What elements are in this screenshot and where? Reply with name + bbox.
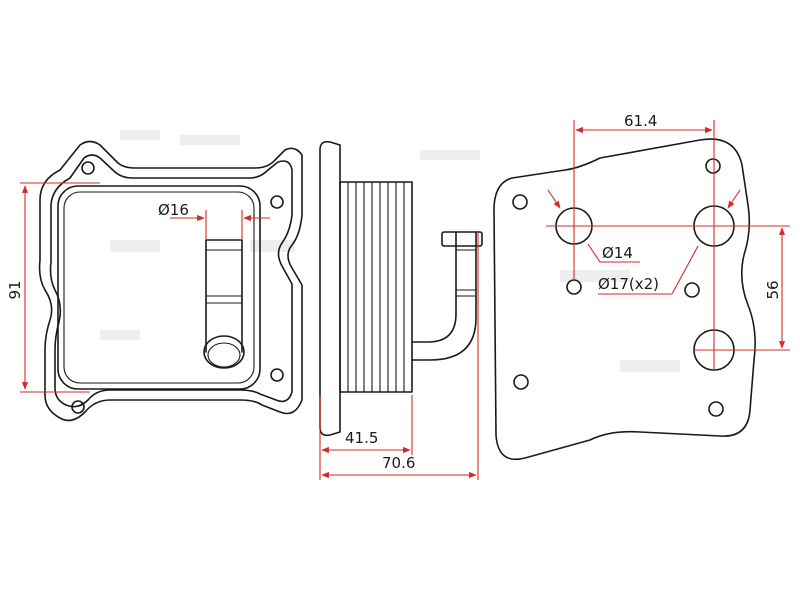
watermark <box>100 130 680 372</box>
side-view <box>319 140 483 437</box>
back-dimensions <box>546 120 790 370</box>
side-tube-end <box>441 231 483 247</box>
front-core-outer <box>57 185 261 390</box>
back-view <box>493 138 756 460</box>
back-bolt-hole-5 <box>513 374 529 390</box>
back-bolt-hole-1 <box>512 194 528 210</box>
port-diameter-large-label: Ø17(x2) <box>598 275 659 293</box>
outlet-diameter-label: Ø16 <box>158 201 189 219</box>
back-plate-outline <box>493 138 756 460</box>
front-core-inner <box>63 191 255 384</box>
back-bolt-hole-4 <box>684 282 700 298</box>
side-dimensions <box>319 232 479 480</box>
back-bolt-hole-3 <box>566 279 582 295</box>
side-core <box>339 181 413 393</box>
height-overall-label: 91 <box>6 280 24 299</box>
vertical-spacing-label: 56 <box>764 280 782 299</box>
front-outlet-end <box>203 335 245 369</box>
front-flange-outer <box>38 140 303 422</box>
front-dimensions <box>20 182 270 393</box>
body-depth-label: 41.5 <box>345 429 378 447</box>
front-bolt-hole-2 <box>270 195 284 209</box>
back-bolt-hole-2 <box>705 158 721 174</box>
hole-spacing-label: 61.4 <box>624 112 657 130</box>
port-diameter-small-label: Ø14 <box>602 244 633 262</box>
front-bolt-hole-3 <box>71 400 85 414</box>
overall-depth-label: 70.6 <box>382 454 415 472</box>
side-fins <box>347 182 405 392</box>
front-bolt-hole-4 <box>270 368 284 382</box>
front-view <box>38 140 303 422</box>
back-bolt-hole-6 <box>708 401 724 417</box>
front-flange-inner <box>49 154 293 408</box>
side-elbow-tube <box>411 231 477 361</box>
front-bolt-hole-1 <box>81 161 95 175</box>
side-flange <box>319 140 341 437</box>
